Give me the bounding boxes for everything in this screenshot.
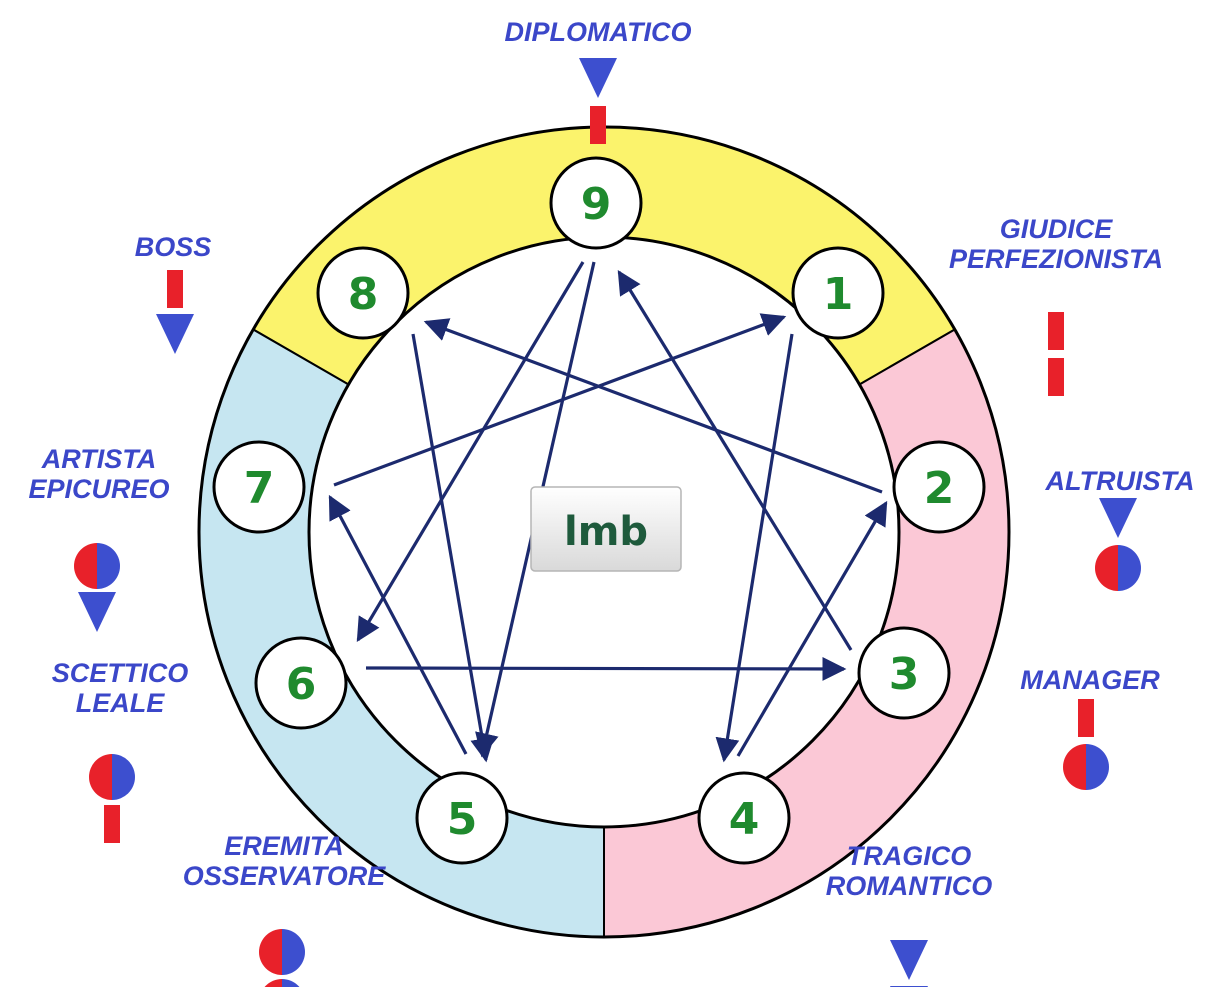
- connection-arrows: [328, 261, 888, 763]
- node-1: 1: [791, 246, 885, 340]
- connection-arrow: [356, 261, 585, 643]
- triangle-marker-icon: [78, 592, 116, 632]
- type-label-8: BOSS: [135, 232, 212, 354]
- half-circle-marker-icon: [1063, 744, 1109, 790]
- type-name-text: ALTRUISTA: [1045, 466, 1195, 496]
- node-2: 2: [892, 440, 986, 534]
- type-name-text: PERFEZIONISTA: [949, 244, 1163, 274]
- type-label-9: DIPLOMATICO: [505, 17, 692, 144]
- node-3: 3: [857, 626, 951, 720]
- type-name-text: MANAGER: [1020, 665, 1160, 695]
- connection-arrow: [333, 313, 787, 487]
- triangle-marker-icon: [890, 940, 928, 980]
- lmb-logo: lmb: [530, 486, 682, 572]
- node-circle: [857, 626, 951, 720]
- type-name-text: DIPLOMATICO: [505, 17, 692, 47]
- half-circle-marker-icon: [89, 754, 135, 800]
- connection-arrow: [328, 494, 468, 755]
- bar-marker-icon: [1048, 358, 1064, 396]
- triangle-marker-icon: [579, 58, 617, 98]
- node-circle: [415, 771, 509, 865]
- half-circle-marker-icon: [74, 543, 120, 589]
- node-6: 6: [254, 636, 348, 730]
- type-name-text: SCETTICO: [52, 658, 189, 688]
- type-name-text: GIUDICE: [1000, 214, 1114, 244]
- node-number: 7: [244, 463, 275, 514]
- connection-arrow: [617, 269, 853, 651]
- node-circle: [892, 440, 986, 534]
- node-circle: [254, 636, 348, 730]
- node-number: 5: [447, 794, 478, 845]
- bar-marker-icon: [590, 106, 606, 144]
- node-9: 9: [549, 156, 643, 250]
- node-number: 2: [924, 463, 955, 514]
- connection-arrow: [736, 500, 888, 757]
- type-name-text: LEALE: [76, 688, 165, 718]
- type-label-3: MANAGER: [1020, 665, 1160, 790]
- node-number: 4: [729, 794, 760, 845]
- triangle-marker-icon: [156, 314, 194, 354]
- node-circle: [549, 156, 643, 250]
- connection-arrow: [365, 656, 847, 681]
- node-4: 4: [697, 771, 791, 865]
- node-circle: [212, 440, 306, 534]
- connection-arrow: [423, 318, 883, 494]
- bar-marker-icon: [1078, 699, 1094, 737]
- node-circle: [791, 246, 885, 340]
- node-number: 6: [286, 659, 317, 710]
- node-circle: [697, 771, 791, 865]
- type-name-text: EPICUREO: [28, 474, 169, 504]
- node-number: 9: [581, 179, 612, 230]
- enneagram-nodes: 9 1 2 3 4 5 6 7 8: [212, 156, 986, 865]
- node-circle: [316, 246, 410, 340]
- half-circle-marker-icon: [264, 979, 300, 987]
- bar-marker-icon: [167, 270, 183, 308]
- logo-text: lmb: [564, 509, 648, 555]
- type-name-text: OSSERVATORE: [183, 861, 387, 891]
- node-5: 5: [415, 771, 509, 865]
- type-label-2: ALTRUISTA: [1045, 466, 1195, 591]
- half-circle-marker-icon: [1095, 545, 1141, 591]
- node-number: 3: [889, 649, 920, 700]
- node-8: 8: [316, 246, 410, 340]
- type-name-text: EREMITA: [224, 831, 344, 861]
- type-name-text: TRAGICO: [847, 841, 972, 871]
- triangle-marker-icon: [1099, 498, 1137, 538]
- half-circle-marker-icon: [259, 929, 305, 975]
- type-name-text: BOSS: [135, 232, 212, 262]
- node-number: 1: [823, 269, 854, 320]
- bar-marker-icon: [104, 805, 120, 843]
- type-name-text: ARTISTA: [41, 444, 157, 474]
- node-number: 8: [348, 269, 379, 320]
- node-7: 7: [212, 440, 306, 534]
- bar-marker-icon: [1048, 312, 1064, 350]
- type-name-text: ROMANTICO: [826, 871, 992, 901]
- connection-arrow: [715, 333, 794, 763]
- connection-arrow: [411, 333, 495, 763]
